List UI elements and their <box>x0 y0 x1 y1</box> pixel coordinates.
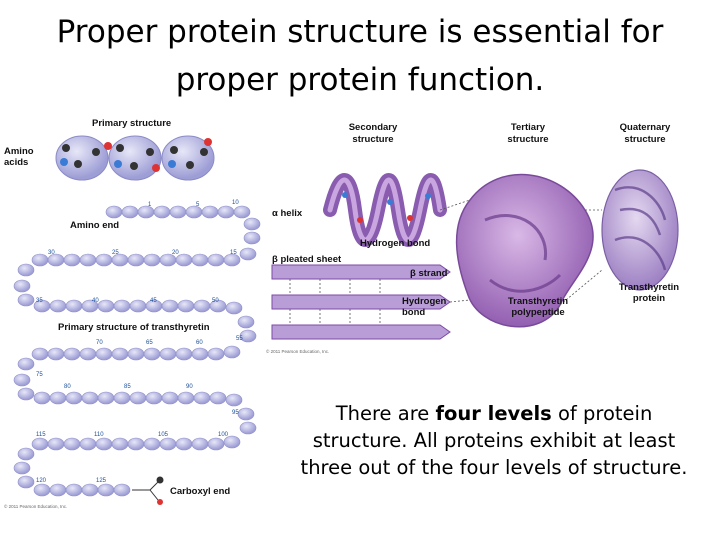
transthyretin-polypeptide-label: Transthyretin polypeptide <box>507 296 569 318</box>
transthyretin-protein-label: Transthyretin protein <box>618 282 680 304</box>
slide-caption: There are four levels of protein structu… <box>292 400 696 481</box>
primary-chain <box>13 205 261 497</box>
carboxyl-end-label: Carboxyl end <box>170 486 231 497</box>
alpha-helix-graphic <box>323 173 447 247</box>
tertiary-structure-label: Tertiary structure <box>507 122 549 145</box>
hydrogen-bond-label-2: Hydrogen bond <box>402 296 447 318</box>
beta-pleated-sheet-label: β pleated sheet <box>272 254 342 265</box>
caption-text-end: of protein structure. All proteins exhib… <box>300 402 688 479</box>
secondary-structure-label: Secondary structure <box>348 122 398 145</box>
caption-emphasis: four levels <box>435 402 552 425</box>
copyright-primary: © 2011 Pearson Education, Inc. <box>4 504 68 509</box>
quaternary-structure-graphic <box>601 169 679 291</box>
slide-title: Proper protein structure is essential fo… <box>20 8 700 104</box>
connector-lines <box>439 199 603 306</box>
amino-acid-group <box>55 135 215 181</box>
amino-end-label: Amino end <box>70 220 120 231</box>
protein-structure-figure <box>13 135 679 505</box>
primary-structure-of-transthyretin-label: Primary structure of transthyretin <box>58 322 210 333</box>
primary-structure-label: Primary structure <box>92 118 172 129</box>
alpha-helix-label: α helix <box>272 208 303 219</box>
beta-strand-label: β strand <box>410 268 448 279</box>
copyright-secondary: © 2011 Pearson Education, Inc. <box>266 349 330 354</box>
beta-sheet-graphic <box>271 264 451 340</box>
caption-text-start: There are <box>335 402 436 425</box>
quaternary-structure-label: Quaternary structure <box>619 122 671 145</box>
title-line-2: proper protein function. <box>175 62 545 98</box>
carboxyl-group <box>132 476 164 505</box>
amino-acids-label: Amino acids <box>4 146 34 168</box>
hydrogen-bond-label-1: Hydrogen bond <box>360 238 431 249</box>
title-line-1: Proper protein structure is essential fo… <box>56 14 664 50</box>
